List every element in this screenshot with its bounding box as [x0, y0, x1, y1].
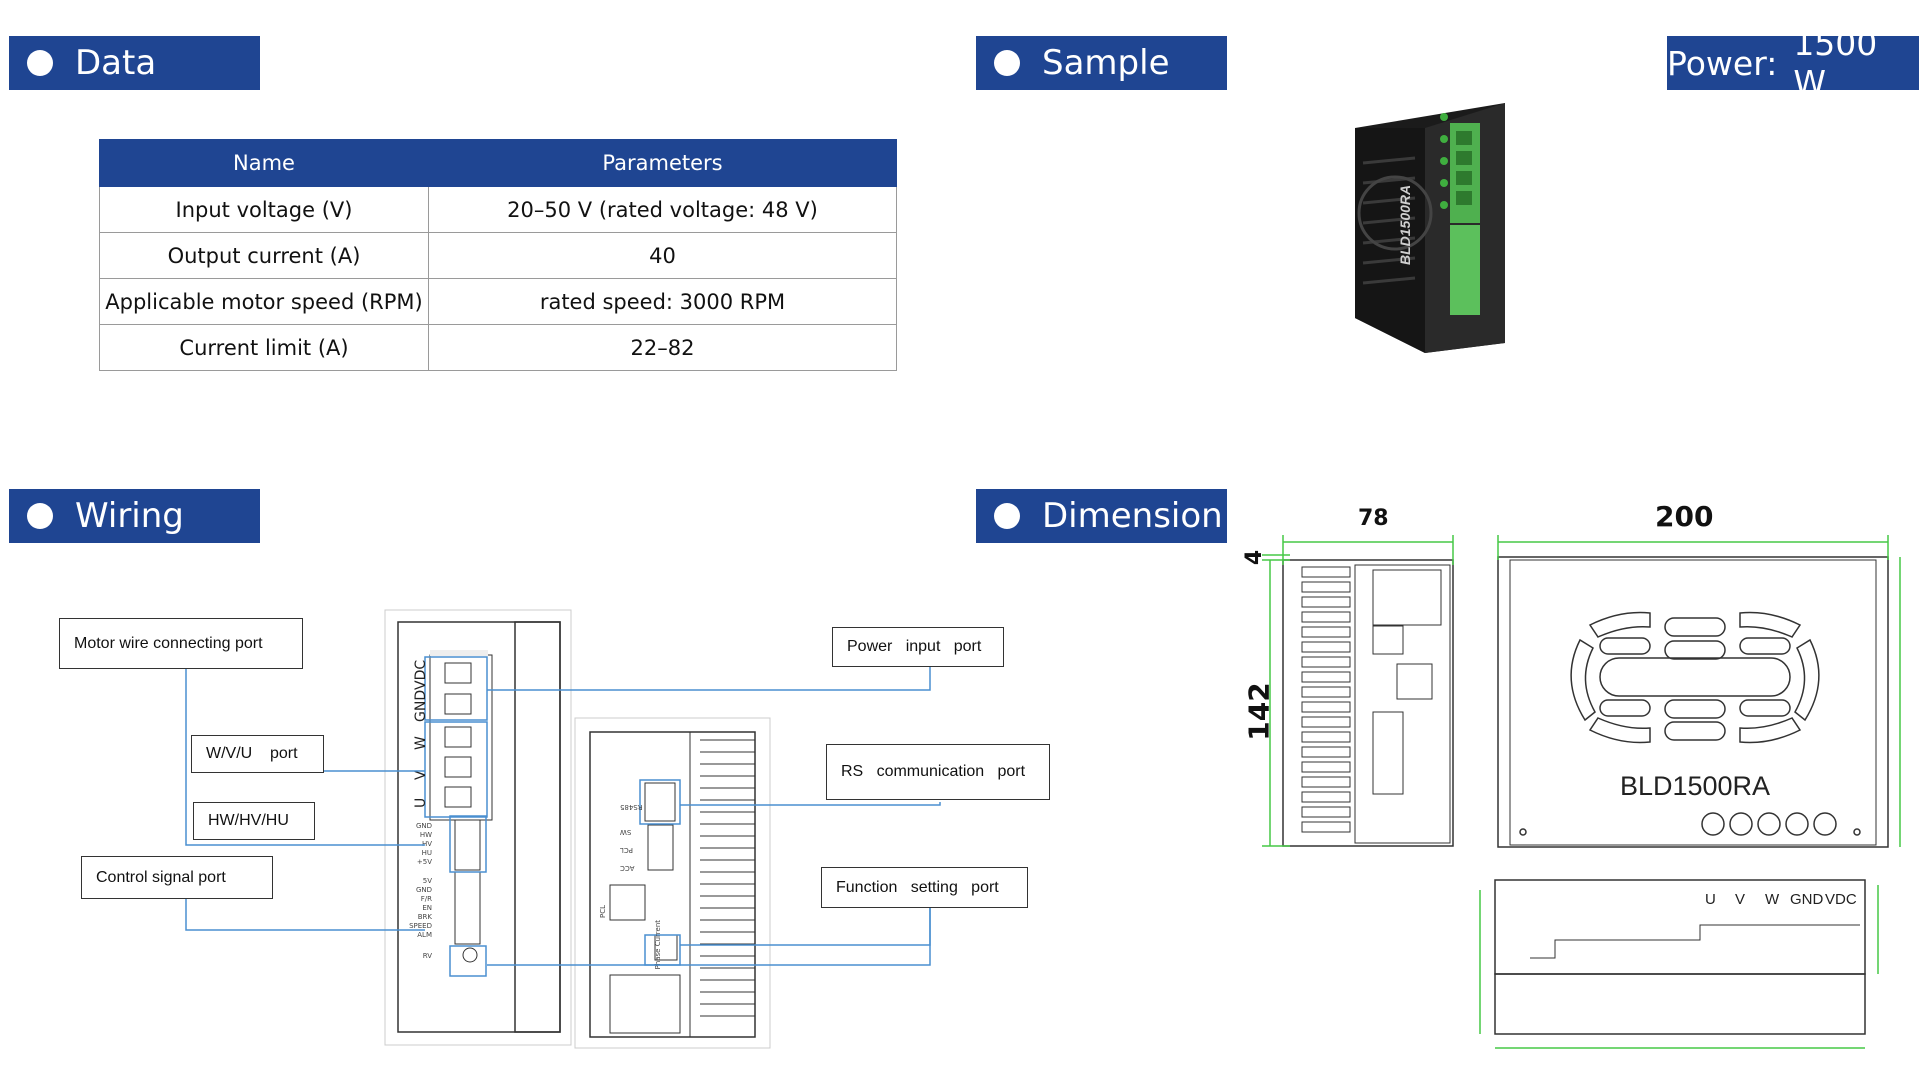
svg-text:W: W: [413, 736, 429, 750]
svg-text:ACC: ACC: [620, 864, 635, 872]
parameters-table: Name Parameters Input voltage (V) 20–50 …: [99, 139, 897, 371]
label-rs-communication-port: RS communication port: [826, 744, 1050, 800]
svg-text:VDC: VDC: [1825, 891, 1857, 908]
table-cell-name: Current limit (A): [99, 324, 429, 371]
section-title-dimension: Dimension: [1042, 496, 1223, 536]
bullet-icon: [994, 50, 1020, 76]
svg-text:GND: GND: [413, 690, 429, 722]
table-cell-name: Applicable motor speed (RPM): [99, 278, 429, 325]
table-cell-value: 22–82: [428, 324, 897, 371]
label-hall-port: HW/HV/HU: [193, 802, 315, 840]
label-control-signal-port: Control signal port: [81, 856, 273, 899]
table-header-row: Name Parameters: [99, 139, 897, 187]
table-row: Input voltage (V) 20–50 V (rated voltage…: [99, 186, 897, 233]
svg-text:HW: HW: [420, 831, 432, 839]
table-cell-name: Input voltage (V): [99, 186, 429, 233]
dimension-front-width: 200: [1655, 500, 1714, 533]
svg-text:RV: RV: [423, 952, 432, 960]
section-title-wiring: Wiring: [75, 496, 184, 536]
svg-text:+5V: +5V: [417, 858, 432, 866]
product-model-text: BLD1500RA: [1397, 185, 1413, 265]
svg-text:RS485: RS485: [620, 803, 643, 811]
svg-text:PCL: PCL: [599, 905, 607, 918]
table-header-parameters: Parameters: [428, 139, 897, 187]
power-value: 1500 W: [1793, 24, 1878, 102]
svg-text:HU: HU: [422, 849, 432, 857]
svg-text:GND: GND: [416, 822, 432, 830]
dimension-side-height: 142: [1242, 682, 1276, 741]
dimension-side-width: 78: [1358, 506, 1389, 531]
label-power-input-port: Power input port: [832, 627, 1004, 667]
bullet-icon: [994, 503, 1020, 529]
section-header-dimension: Dimension: [976, 489, 1227, 543]
svg-text:SW: SW: [620, 828, 631, 836]
table-row: Applicable motor speed (RPM) rated speed…: [99, 278, 897, 325]
dimension-top-offset: 4: [1242, 549, 1268, 566]
table-cell-value: rated speed: 3000 RPM: [428, 278, 897, 325]
svg-text:W: W: [1765, 891, 1780, 908]
bullet-icon: [27, 50, 53, 76]
table-cell-value: 40: [428, 232, 897, 279]
section-header-data: Data: [9, 36, 260, 90]
svg-text:F/R: F/R: [421, 895, 432, 903]
svg-text:PCL: PCL: [620, 846, 633, 854]
bullet-icon: [27, 503, 53, 529]
power-badge: Power: 1500 W: [1667, 24, 1919, 102]
drawing-model-text: BLD1500RA: [1620, 771, 1770, 801]
label-motor-wire-port: Motor wire connecting port: [59, 618, 303, 669]
svg-text:Phase Current: Phase Current: [654, 920, 662, 970]
svg-text:GND: GND: [416, 886, 432, 894]
label-function-setting-port: Function setting port: [821, 867, 1028, 908]
svg-text:ALM: ALM: [417, 931, 432, 939]
svg-text:V: V: [1735, 891, 1745, 908]
svg-text:GND: GND: [1790, 891, 1824, 908]
table-cell-name: Output current (A): [99, 232, 429, 279]
table-header-name: Name: [99, 139, 429, 187]
table-row: Current limit (A) 22–82: [99, 324, 897, 371]
power-label: Power:: [1667, 43, 1778, 83]
svg-text:U: U: [1705, 891, 1716, 908]
table-cell-value: 20–50 V (rated voltage: 48 V): [428, 186, 897, 233]
svg-text:VDC: VDC: [413, 660, 429, 690]
section-title-data: Data: [75, 43, 157, 83]
section-header-wiring: Wiring: [9, 489, 260, 543]
svg-text:BRK: BRK: [418, 913, 433, 921]
label-wvu-port: W/V/U port: [191, 735, 324, 773]
svg-text:EN: EN: [422, 904, 432, 912]
section-title-sample: Sample: [1042, 43, 1170, 83]
svg-text:SPEED: SPEED: [409, 922, 432, 930]
section-header-sample: Sample: [976, 36, 1227, 90]
svg-text:U: U: [413, 798, 429, 808]
table-row: Output current (A) 40: [99, 232, 897, 279]
svg-text:5V: 5V: [423, 877, 432, 885]
svg-text:HV: HV: [422, 840, 432, 848]
svg-text:V: V: [413, 770, 429, 780]
